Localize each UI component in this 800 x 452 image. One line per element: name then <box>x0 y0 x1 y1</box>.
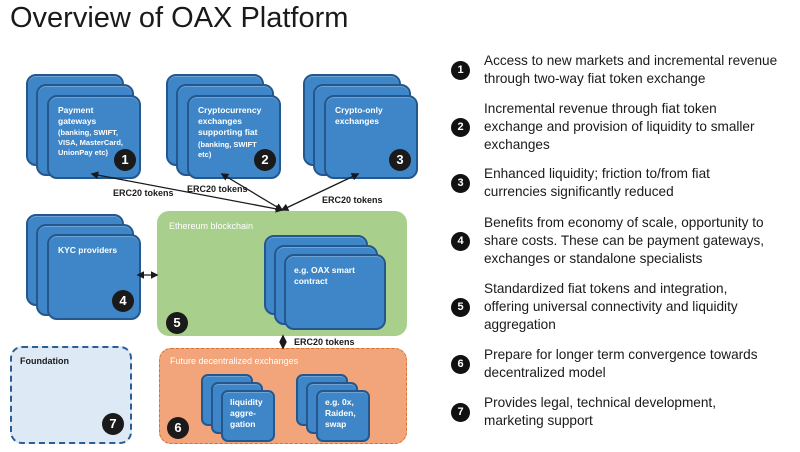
oax-contract-title-2: contract <box>294 276 328 286</box>
benefit-6-line-2: decentralized model <box>484 365 606 380</box>
benefit-7-text: Provides legal, technical development, m… <box>484 394 784 430</box>
oax-contract-card: e.g. OAX smart contract <box>284 254 386 330</box>
oax-contract-title-1: e.g. OAX smart <box>294 265 355 275</box>
edge-crypto-only-to-ethereum <box>280 173 360 211</box>
liquidity-title-3: gation <box>230 419 256 429</box>
crypto-only-card: Crypto-only exchanges 3 <box>324 95 418 179</box>
erc20-label-future: ERC20 tokens <box>294 337 355 347</box>
crypto-fiat-title-3: supporting fiat <box>198 127 258 137</box>
benefit-7-line-2: marketing support <box>484 413 593 428</box>
future-badge: 6 <box>167 417 189 439</box>
payment-gateways-title: Payment gateways <box>58 105 97 126</box>
benefit-5-line-3: aggregation <box>484 317 556 332</box>
crypto-fiat-title-2: exchanges <box>198 116 242 126</box>
zerox-title-3: swap <box>325 419 347 429</box>
crypto-fiat-sub-1: (banking, SWIFT <box>198 140 257 149</box>
benefit-1-line-1: Access to new markets and incremental re… <box>484 53 778 68</box>
payment-gateways-card: Payment gateways (banking, SWIFT, VISA, … <box>47 95 141 179</box>
benefit-2-line-3: exchanges <box>484 137 550 152</box>
benefit-6-badge: 6 <box>451 355 470 374</box>
benefit-5-badge: 5 <box>451 298 470 317</box>
benefit-1-text: Access to new markets and incremental re… <box>484 52 784 88</box>
benefit-2-line-2: exchange and provision of liquidity to s… <box>484 119 755 134</box>
liquidity-title-1: liquidity <box>230 397 263 407</box>
benefit-6-line-1: Prepare for longer term convergence towa… <box>484 347 758 362</box>
benefit-4-text: Benefits from economy of scale, opportun… <box>484 214 784 268</box>
page-title: Overview of OAX Platform <box>10 2 349 34</box>
benefit-5-text: Standardized fiat tokens and integration… <box>484 280 784 334</box>
crypto-fiat-card: Cryptocurrency exchanges supporting fiat… <box>187 95 281 179</box>
zerox-title-1: e.g. 0x, <box>325 397 354 407</box>
benefit-2-line-1: Incremental revenue through fiat token <box>484 101 717 116</box>
liquidity-title-2: aggre- <box>230 408 256 418</box>
payment-gateways-badge: 1 <box>114 149 136 171</box>
crypto-only-title-1: Crypto-only <box>335 105 383 115</box>
benefit-1-badge: 1 <box>451 61 470 80</box>
zerox-card: e.g. 0x, Raiden, swap <box>316 390 370 442</box>
benefit-1-line-2: through two-way fiat token exchange <box>484 71 706 86</box>
foundation-badge: 7 <box>102 413 124 435</box>
benefit-3-line-1: Enhanced liquidity; friction to/from fia… <box>484 166 710 181</box>
benefit-6-text: Prepare for longer term convergence towa… <box>484 346 784 382</box>
benefit-5-line-2: offering universal connectivity and liqu… <box>484 299 738 314</box>
crypto-fiat-title-1: Cryptocurrency <box>198 105 262 115</box>
payment-gateways-sub-2: VISA, MasterCard, <box>58 138 124 147</box>
benefit-4-line-3: exchanges or standalone specialists <box>484 251 703 266</box>
benefit-3-text: Enhanced liquidity; friction to/from fia… <box>484 165 784 201</box>
benefit-4-badge: 4 <box>451 232 470 251</box>
foundation-label: Foundation <box>20 356 69 366</box>
crypto-fiat-sub-2: etc) <box>198 150 212 159</box>
benefit-2-text: Incremental revenue through fiat token e… <box>484 100 784 154</box>
edge-crypto-fiat-to-ethereum <box>220 173 284 211</box>
benefit-7-badge: 7 <box>451 403 470 422</box>
kyc-badge: 4 <box>112 290 134 312</box>
benefit-2-badge: 2 <box>451 118 470 137</box>
benefit-7-line-1: Provides legal, technical development, <box>484 395 716 410</box>
erc20-label-crypto-only: ERC20 tokens <box>322 195 383 205</box>
kyc-providers-title: KYC providers <box>58 245 118 255</box>
payment-gateways-sub-1: (banking, SWIFT, <box>58 128 118 137</box>
payment-gateways-sub-3: UnionPay etc) <box>58 148 109 157</box>
crypto-only-title-2: exchanges <box>335 116 379 126</box>
erc20-label-payment: ERC20 tokens <box>113 188 174 198</box>
ethereum-blockchain-label: Ethereum blockchain <box>169 221 254 231</box>
zerox-title-2: Raiden, <box>325 408 356 418</box>
benefit-4-line-1: Benefits from economy of scale, opportun… <box>484 215 764 230</box>
benefit-3-line-2: currencies significantly reduced <box>484 184 674 199</box>
kyc-providers-card: KYC providers 4 <box>47 234 141 320</box>
benefit-5-line-1: Standardized fiat tokens and integration… <box>484 281 728 296</box>
benefit-4-line-2: share costs. These can be payment gatewa… <box>484 233 765 248</box>
crypto-fiat-badge: 2 <box>254 149 276 171</box>
crypto-only-badge: 3 <box>389 149 411 171</box>
benefit-3-badge: 3 <box>451 174 470 193</box>
erc20-label-crypto-fiat: ERC20 tokens <box>187 184 248 194</box>
future-exchanges-label: Future decentralized exchanges <box>170 356 299 366</box>
liquidity-card: liquidity aggre- gation <box>221 390 275 442</box>
ethereum-badge: 5 <box>166 312 188 334</box>
